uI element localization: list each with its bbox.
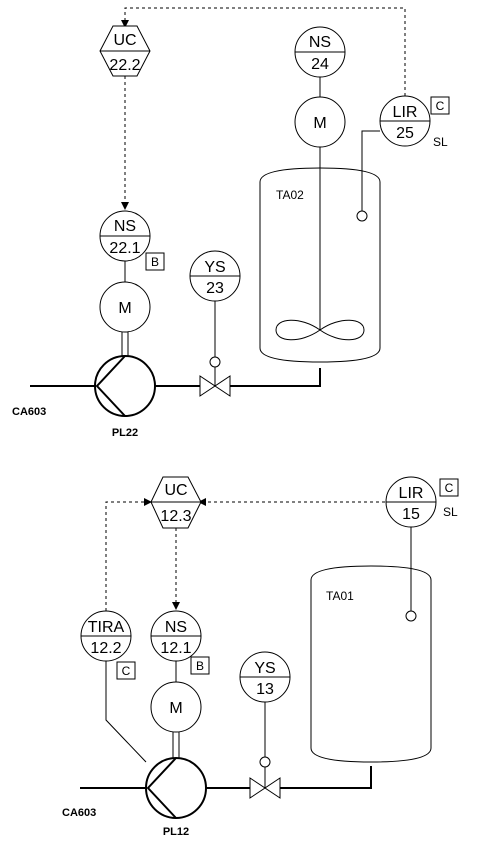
svg-text:C: C <box>122 664 131 678</box>
agitator-impeller <box>275 319 365 341</box>
uc-number: 12.3 <box>160 508 191 525</box>
uc-number: 22.2 <box>109 57 140 74</box>
instrument-ns-12-1[interactable]: NS 12.1 <box>150 610 202 662</box>
arrowhead <box>144 498 152 506</box>
controller-uc-12-3[interactable]: UC 12.3 <box>150 476 202 529</box>
tira-tag: TIRA <box>88 619 125 636</box>
ys-number: 13 <box>256 681 274 698</box>
instrument-lir-25[interactable]: LIR 25 <box>379 95 431 147</box>
pump-label: PL12 <box>163 826 189 838</box>
ns-tag: NS <box>309 34 331 51</box>
level-sensor <box>405 610 417 622</box>
signal-line-tira-to-uc12-3 <box>105 501 148 611</box>
svg-text:C: C <box>445 481 454 495</box>
instrument-tira-12-2[interactable]: TIRA 12.2 <box>80 610 132 662</box>
svg-text:C: C <box>436 99 445 113</box>
temp-sensor-line <box>105 661 147 763</box>
level-sensor-line <box>361 130 380 211</box>
instrument-lir-15[interactable]: LIR 15 <box>385 476 437 528</box>
pump-motor[interactable]: M <box>99 281 151 333</box>
controller-uc-22-2[interactable]: UC 22.2 <box>99 25 151 77</box>
box-c-25: C <box>430 96 450 115</box>
signal-line-lir25-to-uc22-2 <box>124 7 406 96</box>
svg-text:B: B <box>196 659 204 673</box>
arrowhead <box>172 602 180 610</box>
agitator-motor[interactable]: M <box>294 96 346 148</box>
instrument-ns-22-1[interactable]: NS 22.1 <box>99 210 151 262</box>
lir-tag: LIR <box>399 485 424 502</box>
inlet-label: CA603 <box>12 406 46 418</box>
instrument-ys-23[interactable]: YS 23 <box>189 250 241 302</box>
arrowhead <box>121 202 129 210</box>
motor-label: M <box>118 300 131 317</box>
box-b-22-1: B <box>145 252 165 271</box>
pipe-valve-to-tank <box>280 766 372 789</box>
tira-number: 12.2 <box>90 640 121 657</box>
pump-motor[interactable]: M <box>150 681 202 733</box>
motor-label: M <box>169 700 182 717</box>
box-c-15: C <box>439 478 459 497</box>
uc-tag: UC <box>164 482 187 499</box>
level-sensor <box>356 210 368 222</box>
ys-tag: YS <box>254 660 275 677</box>
ns-tag: NS <box>165 619 187 636</box>
lir-number: 15 <box>402 506 420 523</box>
arrowhead <box>198 498 206 506</box>
ns-number: 22.1 <box>109 240 140 257</box>
top-section: UC 22.2 NS 22.1 B M PL22 <box>12 7 450 439</box>
ns-number: 12.1 <box>160 640 191 657</box>
inlet-label: CA603 <box>62 807 96 819</box>
ys-tag: YS <box>204 259 225 276</box>
ns-number: 24 <box>311 56 329 73</box>
arrowhead <box>121 20 129 28</box>
uc-tag: UC <box>113 32 136 49</box>
instrument-ys-13[interactable]: YS 13 <box>239 651 291 703</box>
instrument-ns-24[interactable]: NS 24 <box>294 26 346 78</box>
svg-text:B: B <box>151 255 159 269</box>
tank-ta01[interactable] <box>310 565 432 763</box>
ys-number: 23 <box>206 280 224 297</box>
valve-ys-13[interactable] <box>249 756 281 799</box>
box-c-12-2: C <box>116 661 136 680</box>
motor-label: M <box>313 115 326 132</box>
lir-tag: LIR <box>393 104 418 121</box>
pump-pl12[interactable] <box>145 757 207 819</box>
box-b-12-1: B <box>190 656 210 675</box>
pump-label: PL22 <box>112 427 138 439</box>
sl-note: SL <box>433 135 448 149</box>
tank-label: TA01 <box>326 589 354 603</box>
bottom-section: UC 12.3 TIRA 12.2 C NS 12.1 B <box>62 476 459 838</box>
pipe-valve-to-tank <box>230 368 321 387</box>
sl-note: SL <box>443 505 458 519</box>
ns-tag: NS <box>114 218 136 235</box>
valve-ys-23[interactable] <box>199 356 231 397</box>
lir-number: 25 <box>396 125 414 142</box>
tank-label: TA02 <box>276 188 304 202</box>
pump-pl22[interactable] <box>94 355 156 417</box>
